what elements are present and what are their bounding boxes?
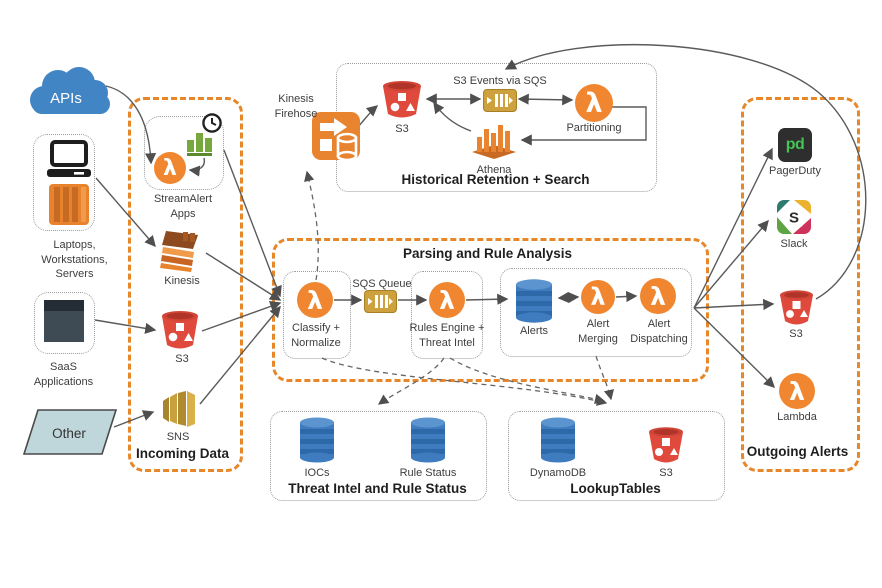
- partitioning-label: Partitioning: [566, 122, 622, 134]
- laptops-label: Laptops, Workstations, Servers: [41, 239, 108, 281]
- outgoing-lambda-label: Lambda: [777, 411, 817, 423]
- outgoing-lambda-icon: λ: [779, 373, 815, 409]
- kinesis-icon: [160, 231, 198, 272]
- historical-s3-label: S3: [395, 123, 409, 135]
- other-label: Other: [52, 426, 86, 441]
- apis-label: APIs: [50, 90, 82, 107]
- threat-intel-title: Threat Intel and Rule Status: [288, 481, 467, 496]
- alert-merging-label: Alert Merging: [578, 318, 618, 345]
- sns-label: SNS: [166, 431, 190, 443]
- kinesis-label: Kinesis: [164, 275, 200, 287]
- pagerduty-icon: pd: [778, 128, 812, 162]
- outgoing-s3-icon: [780, 290, 813, 325]
- athena-label: Athena: [476, 164, 512, 176]
- dispatching-lambda-icon: λ: [640, 278, 676, 314]
- rule-status-label: Rule Status: [399, 467, 457, 479]
- historical-title: Historical Retention + Search: [401, 172, 590, 187]
- iocs-label: IOCs: [304, 467, 330, 479]
- classify-box: [283, 271, 351, 359]
- alerts-dynamodb-icon: [516, 279, 552, 323]
- athena-icon: [472, 125, 516, 159]
- apps-chart-icon: [187, 133, 212, 156]
- historical-s3-icon: [383, 81, 421, 118]
- lookup-tables-group: [508, 411, 725, 501]
- classify-label: Classify + Normalize: [291, 322, 341, 349]
- slack-label: Slack: [780, 238, 808, 250]
- sqs-events-label: S3 Events via SQS: [453, 75, 547, 87]
- saas-icon: [44, 300, 84, 342]
- pagerduty-label: PagerDuty: [769, 165, 821, 177]
- slack-s-glyph: S: [789, 210, 799, 227]
- rules-engine-box: [411, 271, 483, 359]
- incoming-data-group: [128, 97, 243, 472]
- alerts-label: Alerts: [519, 325, 549, 337]
- lookup-dynamodb-icon: [541, 417, 575, 463]
- partitioning-lambda-icon: λ: [575, 84, 613, 122]
- lookup-tables-title: LookupTables: [570, 481, 661, 496]
- alert-dispatching-label: Alert Dispatching: [630, 318, 688, 345]
- incoming-s3-icon: [162, 311, 198, 349]
- sqs-queue-label: SQS Queue: [352, 278, 412, 290]
- incoming-s3-label: S3: [175, 353, 189, 365]
- parsing-sqs-icon: [364, 290, 397, 313]
- saas-box: [34, 292, 95, 354]
- slack-icon: S: [777, 200, 811, 234]
- historical-sqs-icon: [483, 89, 517, 112]
- lookup-s3-label: S3: [659, 467, 673, 479]
- incoming-title: Incoming Data: [135, 446, 229, 461]
- firehose-label: Kinesis Firehose: [274, 93, 318, 120]
- rules-lambda-icon: λ: [429, 282, 465, 318]
- rule-status-dynamodb-icon: [411, 417, 445, 463]
- other-shape: Other: [22, 409, 118, 455]
- streamalert-apps-box: [144, 116, 224, 190]
- laptop-icon: [47, 140, 91, 177]
- lookup-dynamodb-label: DynamoDB: [529, 467, 587, 479]
- firehose-icon: [312, 112, 360, 162]
- outgoing-alerts-group: [741, 97, 860, 472]
- classify-lambda-icon: λ: [297, 282, 333, 318]
- iocs-dynamodb-icon: [300, 417, 334, 463]
- parsing-title: Parsing and Rule Analysis: [402, 246, 573, 261]
- threat-intel-group: [270, 411, 487, 501]
- clock-icon: [202, 113, 222, 133]
- streamalert-apps-lambda-icon: λ: [154, 152, 186, 184]
- lookup-s3-icon: [649, 427, 683, 463]
- merging-lambda-icon: λ: [581, 280, 615, 314]
- apis-cloud-icon: APIs: [30, 67, 110, 114]
- outgoing-s3-label: S3: [789, 328, 803, 340]
- sns-icon: [163, 391, 195, 427]
- rules-engine-label: Rules Engine + Threat Intel: [409, 322, 485, 349]
- outgoing-title: Outgoing Alerts: [746, 444, 849, 459]
- streamalert-apps-label: StreamAlert Apps: [153, 193, 213, 220]
- server-icon: [49, 184, 89, 225]
- laptops-box: [33, 134, 95, 231]
- saas-label: SaaS Applications: [33, 361, 94, 388]
